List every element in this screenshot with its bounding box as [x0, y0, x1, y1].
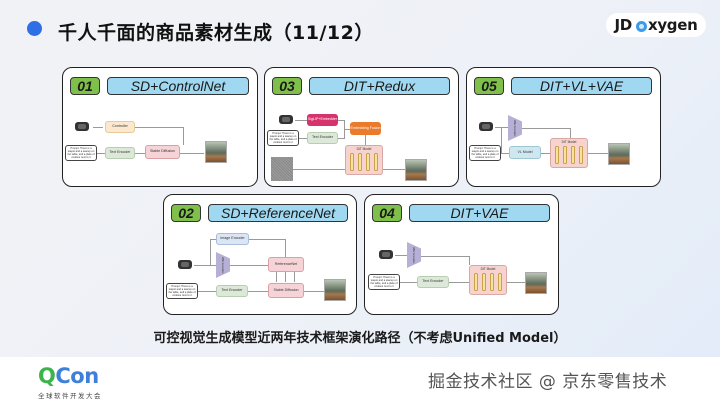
generated-image: [324, 279, 346, 301]
card-dit-vae: 04 DIT+VAE VAE Encoder Prompt: There is …: [364, 194, 559, 315]
jd-oxygen-logo: JD xygen: [606, 13, 706, 37]
text-encoder-box: Text Encoder: [417, 276, 449, 288]
stable-diffusion-box: Stable Diffusion: [145, 145, 180, 159]
card-sd-controlnet: 01 SD+ControlNet Controller Prompt: Ther…: [62, 67, 258, 187]
card-name: SD+ReferenceNet: [208, 204, 348, 222]
slide-caption: 可控视觉生成模型近两年技术框架演化路径（不考虑Unified Model）: [153, 331, 567, 346]
card-name: SD+ControlNet: [107, 77, 249, 95]
vae-encoder-block: VAE Encoder: [216, 252, 230, 278]
card-name: DIT+Redux: [309, 77, 450, 95]
card-dit-redux: 03 DIT+Redux SigLIP+Embedder Prompt: The…: [264, 67, 459, 187]
title-bullet-icon: [27, 21, 45, 39]
card-number: 05: [474, 77, 504, 95]
dit-model-block: DIT Model: [469, 265, 507, 295]
qcon-subtitle: 全球软件开发大会: [38, 392, 102, 400]
text-encoder-box: Text Encoder: [216, 285, 248, 297]
prompt-box: Prompt: There is a teapot and a teacup o…: [267, 130, 299, 146]
logo-prefix: JD: [614, 16, 633, 34]
embedding-fusion-box: Embedding Fusion: [350, 122, 381, 135]
card-name: DIT+VL+VAE: [511, 77, 652, 95]
prompt-box: Prompt: There is a teapot and a teacup o…: [166, 283, 198, 299]
product-image-icon: [379, 250, 393, 259]
product-image-icon: [75, 122, 89, 131]
generated-image: [405, 159, 427, 181]
prompt-box: Prompt: There is a teapot and a teacup o…: [469, 145, 501, 161]
controller-box: Controller: [105, 121, 135, 133]
card-dit-vl-vae: 05 DIT+VL+VAE VAE Encoder Prompt: There …: [466, 67, 661, 187]
siglip-embedder-box: SigLIP+Embedder: [307, 114, 338, 126]
slide-title: 千人千面的商品素材生成（11/12）: [58, 22, 374, 44]
architecture-diagram: Controller Prompt: There is a teapot and…: [63, 100, 257, 186]
image-encoder-box: Image Encoder: [216, 233, 249, 245]
referencenet-box: ReferenceNet: [268, 257, 304, 272]
logo-suffix: xygen: [647, 16, 698, 34]
card-number: 04: [372, 204, 402, 222]
stable-diffusion-box: Stable Diffusion: [268, 283, 304, 298]
text-encoder-box: Text Encoder: [307, 132, 338, 144]
generated-image: [525, 272, 547, 294]
card-number: 01: [70, 77, 100, 95]
dit-model-block: DIT Model: [550, 138, 588, 168]
architecture-diagram: SigLIP+Embedder Prompt: There is a teapo…: [265, 100, 458, 186]
footer-background: [0, 357, 720, 405]
prompt-box: Prompt: There is a teapot and a teacup o…: [368, 274, 400, 290]
product-image-icon: [178, 260, 192, 269]
architecture-diagram: VAE Encoder Prompt: There is a teapot an…: [365, 227, 558, 314]
prompt-box: Prompt: There is a teapot and a teacup o…: [65, 145, 97, 161]
generated-image: [205, 141, 227, 163]
qcon-logo: QCon: [38, 364, 99, 388]
watermark: 掘金技术社区 @ 京东零售技术: [428, 372, 668, 392]
architecture-diagram: Image Encoder VAE Encoder ReferenceNet P…: [164, 227, 356, 314]
generated-image: [608, 143, 630, 165]
architecture-diagram: VAE Encoder Prompt: There is a teapot an…: [467, 100, 660, 186]
text-encoder-box: Text Encoder: [105, 147, 135, 159]
dit-model-block: DIT Model: [345, 145, 383, 175]
card-sd-referencenet: 02 SD+ReferenceNet Image Encoder VAE Enc…: [163, 194, 357, 315]
product-image-icon: [279, 115, 293, 124]
noise-latent-image: [271, 157, 293, 181]
oxygen-o-icon: [635, 20, 647, 32]
card-name: DIT+VAE: [409, 204, 550, 222]
vl-model-box: VL Model: [509, 146, 541, 159]
card-number: 02: [171, 204, 201, 222]
vae-encoder-block: VAE Encoder: [407, 242, 421, 268]
product-image-icon: [479, 122, 493, 131]
vae-encoder-block: VAE Encoder: [508, 115, 522, 141]
card-number: 03: [272, 77, 302, 95]
